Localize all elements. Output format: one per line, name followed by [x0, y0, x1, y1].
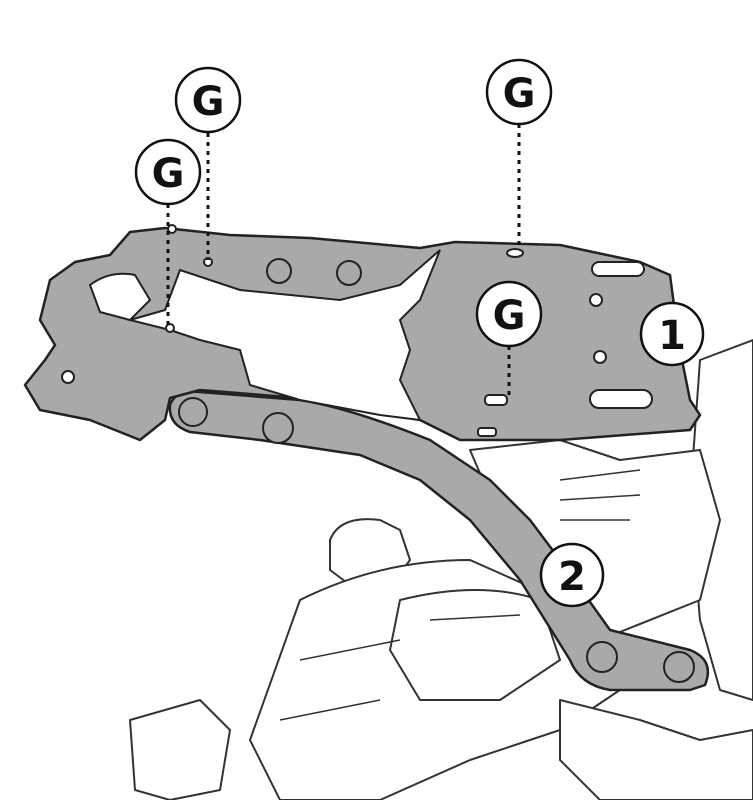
- top-plate-part-1: [23, 224, 702, 442]
- callout-label: 2: [558, 554, 586, 600]
- callout-g-top-left: G: [174, 66, 242, 134]
- callout-label: G: [192, 79, 225, 125]
- callout-label: 1: [658, 313, 686, 359]
- callout-label: G: [152, 151, 185, 197]
- leader-lines: [166, 124, 521, 398]
- callout-part-2: 2: [539, 542, 605, 608]
- callout-g-left: G: [134, 138, 202, 206]
- callout-g-top-right: G: [485, 58, 553, 126]
- callout-g-center: G: [475, 280, 543, 348]
- side-arm-part-2: [168, 390, 710, 692]
- callout-part-1: 1: [639, 301, 705, 367]
- callout-label: G: [493, 293, 526, 339]
- motorcycle-rear-outline: [129, 339, 753, 800]
- callout-label: G: [503, 71, 536, 117]
